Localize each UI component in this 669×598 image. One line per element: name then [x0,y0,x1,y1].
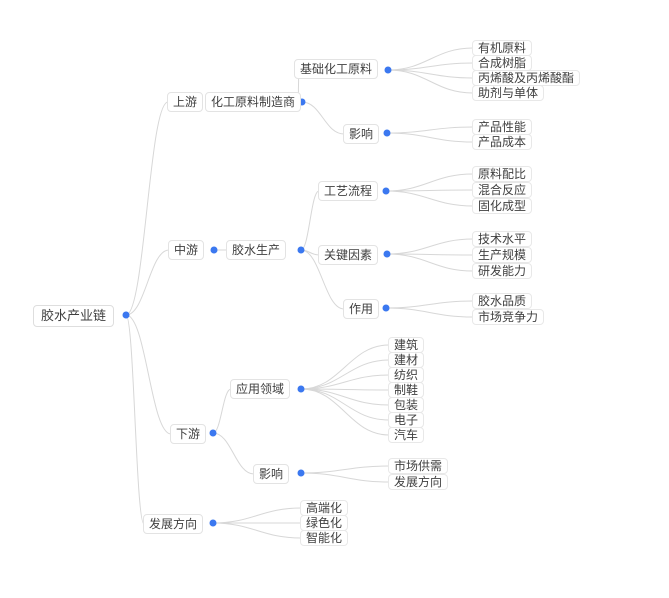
edge-root-to-development-direction [125,314,145,525]
node-textile[interactable]: 纺织 [388,367,425,383]
node-glue-quality[interactable]: 胶水品质 [472,293,533,309]
branch-dot-basic-chemical-materials[interactable] [384,66,392,74]
node-product-cost[interactable]: 产品成本 [472,134,533,150]
node-technical-level[interactable]: 技术水平 [472,231,533,247]
node-application-fields[interactable]: 应用领域 [230,379,291,399]
node-process-flow[interactable]: 工艺流程 [318,181,379,201]
node-acrylic-acid-esters[interactable]: 丙烯酸及丙烯酸酯 [472,70,581,86]
edge-application-fields-to-construction [300,344,390,390]
branch-dot-function[interactable] [382,304,390,312]
node-raw-material-ratio[interactable]: 原料配比 [472,166,533,182]
edge-root-to-midstream [125,249,170,316]
branch-dot-downstream[interactable] [209,429,217,437]
branch-dot-application-fields[interactable] [297,385,305,393]
edge-development-direction-to-high-end [212,507,302,524]
edge-application-fields-to-building-materials [300,359,390,390]
node-key-factors[interactable]: 关键因素 [318,245,379,265]
edge-process-flow-to-raw-material-ratio [385,173,474,192]
edge-key-factors-to-technical-level [386,238,474,255]
edge-basic-chemical-materials-to-additives-monomers [387,69,474,94]
edge-impact-downstream-to-market-supply-demand [300,465,390,474]
node-green[interactable]: 绿色化 [300,515,349,531]
branch-dot-glue-production[interactable] [297,246,305,254]
edge-impact-upstream-to-product-cost [386,132,474,143]
branch-dot-process-flow[interactable] [382,187,390,195]
edge-root-to-downstream [125,314,172,435]
node-impact-downstream[interactable]: 影响 [253,464,290,484]
node-organic-materials[interactable]: 有机原料 [472,40,533,56]
branch-dot-development-direction[interactable] [209,519,217,527]
node-construction[interactable]: 建筑 [388,337,425,353]
node-electronics[interactable]: 电子 [388,412,425,428]
node-development-direction-leaf[interactable]: 发展方向 [388,474,449,490]
node-curing-molding[interactable]: 固化成型 [472,198,533,214]
branch-dot-impact-downstream[interactable] [297,469,305,477]
node-shoemaking[interactable]: 制鞋 [388,382,425,398]
node-market-supply-demand[interactable]: 市场供需 [388,458,449,474]
edge-impact-downstream-to-development-direction-leaf [300,472,390,483]
branch-dot-impact-upstream[interactable] [383,129,391,137]
branch-dot-root[interactable] [122,311,130,319]
node-product-performance[interactable]: 产品性能 [472,119,533,135]
node-building-materials[interactable]: 建材 [388,352,425,368]
node-impact-upstream[interactable]: 影响 [343,124,380,144]
edge-function-to-glue-quality [385,300,474,309]
edge-chemical-material-manufacturer-to-impact-upstream [301,101,345,135]
branch-dot-key-factors[interactable] [383,250,391,258]
node-additives-monomers[interactable]: 助剂与单体 [472,85,545,101]
node-chemical-material-manufacturer[interactable]: 化工原料制造商 [205,92,302,112]
node-automobile[interactable]: 汽车 [388,427,425,443]
edge-glue-production-to-function [300,249,345,310]
node-basic-chemical-materials[interactable]: 基础化工原料 [294,59,379,79]
node-mixing-reaction[interactable]: 混合反应 [472,182,533,198]
node-intelligent[interactable]: 智能化 [300,530,349,546]
edge-glue-production-to-process-flow [300,190,320,251]
node-packaging[interactable]: 包装 [388,397,425,413]
node-rd-capability[interactable]: 研发能力 [472,263,533,279]
edge-process-flow-to-curing-molding [385,190,474,207]
node-development-direction[interactable]: 发展方向 [143,514,204,534]
node-downstream[interactable]: 下游 [170,424,207,444]
branch-dot-midstream[interactable] [210,246,218,254]
node-root[interactable]: 胶水产业链 [33,305,115,327]
node-high-end[interactable]: 高端化 [300,500,349,516]
node-upstream[interactable]: 上游 [167,92,204,112]
edge-application-fields-to-automobile [300,388,390,436]
node-production-scale[interactable]: 生产规模 [472,247,533,263]
edge-development-direction-to-intelligent [212,522,302,539]
node-synthetic-resin[interactable]: 合成树脂 [472,55,533,71]
edge-downstream-to-impact-downstream [212,432,255,475]
node-function[interactable]: 作用 [343,299,380,319]
node-midstream[interactable]: 中游 [168,240,205,260]
edge-function-to-market-competitiveness [385,307,474,318]
edge-root-to-upstream [125,101,169,316]
edge-key-factors-to-rd-capability [386,253,474,272]
edge-downstream-to-application-fields [212,388,232,434]
node-glue-production[interactable]: 胶水生产 [226,240,287,260]
node-market-competitiveness[interactable]: 市场竞争力 [472,309,545,325]
edge-impact-upstream-to-product-performance [386,126,474,134]
